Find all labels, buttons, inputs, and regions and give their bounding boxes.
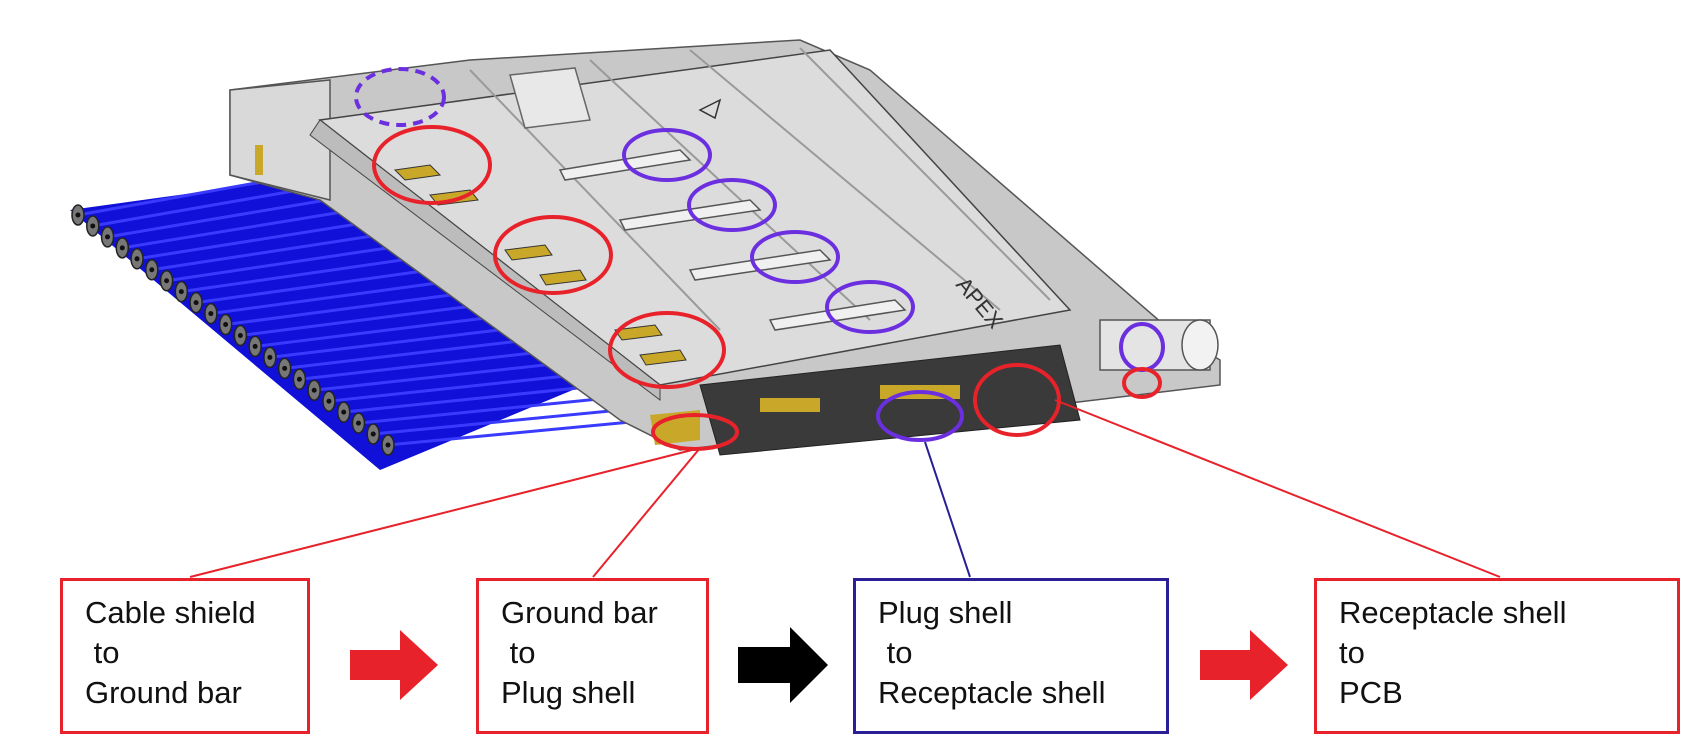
cable-conductor-core	[370, 431, 376, 437]
cable-conductor-core	[237, 332, 243, 338]
receptacle-pcb-marker	[973, 363, 1061, 437]
step4-line1: Receptacle shell	[1339, 595, 1567, 630]
cable-conductor-core	[296, 376, 302, 382]
ground-bar-marker-1	[372, 125, 492, 205]
leader-lines	[189, 399, 1501, 578]
ground-bar-marker-3	[608, 311, 726, 389]
step1-line1: Cable shield	[85, 595, 256, 630]
spring-marker-3	[750, 230, 840, 284]
cable-conductor-core	[341, 409, 347, 415]
plug-shell-dashed-marker	[354, 67, 446, 127]
cable-conductor-core	[134, 256, 140, 262]
plug-receptacle-marker	[876, 390, 964, 442]
step3-line3: Receptacle shell	[878, 675, 1106, 710]
step2-line3: Plug shell	[501, 675, 636, 710]
cable-conductor-core	[208, 311, 214, 317]
cable-conductor-core	[105, 234, 111, 240]
cable-conductor-core	[119, 245, 125, 251]
step1-line3: Ground bar	[85, 675, 242, 710]
cable-conductor-core	[178, 289, 184, 295]
cable-conductor-core	[252, 343, 258, 349]
spring-marker-2	[687, 178, 777, 232]
cable-conductor-core	[311, 387, 317, 393]
step2-line1: Ground bar	[501, 595, 658, 630]
cable-conductor-core	[75, 212, 81, 218]
step-box-receptacle-shell: Receptacle shell to PCB	[1314, 578, 1680, 734]
cable-conductor-core	[326, 398, 332, 404]
spring-marker-4	[825, 280, 915, 334]
spring-marker-1	[622, 128, 712, 182]
cable-conductor-core	[355, 420, 361, 426]
cable-conductor-core	[149, 267, 155, 273]
highlight-markers	[354, 67, 1165, 451]
cable-conductor-core	[193, 300, 199, 306]
step-box-ground-bar: Ground bar to Plug shell	[476, 578, 709, 734]
cable-conductor-core	[385, 442, 391, 448]
cable-conductor-core	[282, 365, 288, 371]
step3-line2: to	[878, 635, 913, 670]
flow-arrow-2-icon	[738, 627, 828, 703]
cable-conductor-core	[164, 278, 170, 284]
side-red-marker	[1122, 367, 1162, 399]
step4-line3: PCB	[1339, 675, 1403, 710]
step4-line2: to	[1339, 635, 1365, 670]
step1-line2: to	[85, 635, 120, 670]
step2-line2: to	[501, 635, 536, 670]
flow-arrow-1-icon	[350, 630, 438, 700]
step3-line1: Plug shell	[878, 595, 1013, 630]
cable-conductor-core	[223, 322, 229, 328]
flow-arrow-3-icon	[1200, 630, 1288, 700]
cable-conductor-core	[267, 354, 273, 360]
ground-bar-marker-2	[493, 215, 613, 295]
step-box-cable-shield: Cable shield to Ground bar	[60, 578, 310, 734]
step-box-plug-shell: Plug shell to Receptacle shell	[853, 578, 1169, 734]
cable-conductor-core	[90, 223, 96, 229]
